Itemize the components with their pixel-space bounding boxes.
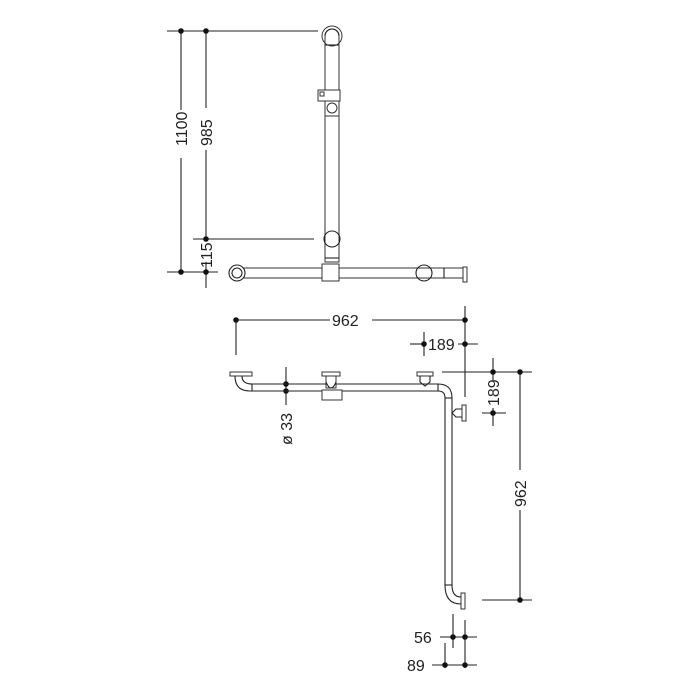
wall-flange-left xyxy=(229,371,253,377)
dim-189-side: 189 xyxy=(486,379,503,406)
dim-tube-diameter: ø 33 xyxy=(279,413,296,445)
dim-1100: 1100 xyxy=(174,111,191,146)
center-flange xyxy=(321,371,341,377)
vertical-rail xyxy=(324,28,340,263)
dim-189-top: 189 xyxy=(428,337,455,354)
dim-985: 985 xyxy=(199,119,216,146)
side-view: 1100 985 115 xyxy=(167,25,468,288)
dim-89: 89 xyxy=(407,658,425,675)
dim-56: 56 xyxy=(414,630,432,647)
dim-962-vertical: 962 xyxy=(513,480,530,507)
top-view: 962 189 189 962 ø 33 xyxy=(229,306,532,675)
dim-115: 115 xyxy=(199,242,216,268)
t-connector xyxy=(321,263,340,282)
wall-flange-bottom xyxy=(460,592,466,610)
wall-flange-side xyxy=(461,404,467,422)
dim-962-horizontal: 962 xyxy=(332,313,359,330)
wall-flange-top-right xyxy=(416,371,434,377)
